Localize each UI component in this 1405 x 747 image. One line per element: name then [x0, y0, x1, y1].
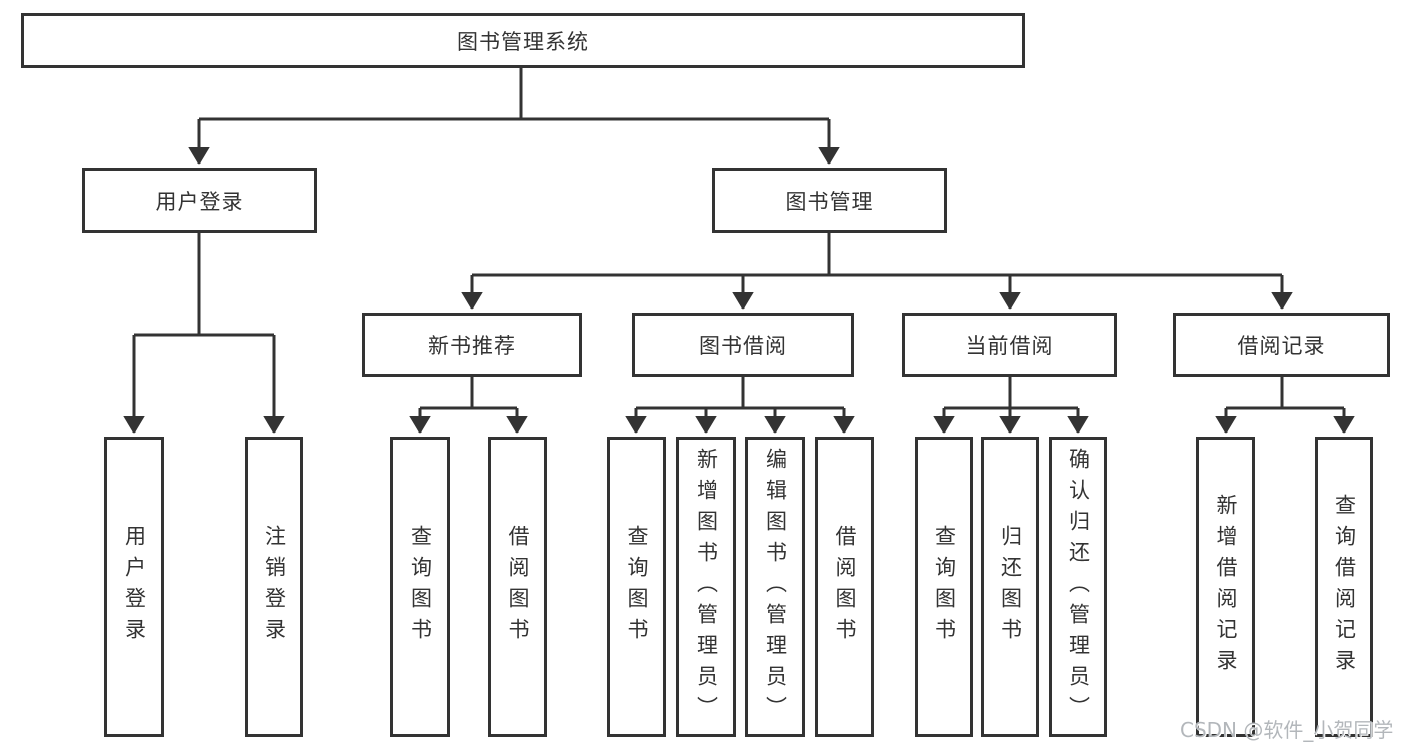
node-borrow-records: 借阅记录	[1173, 313, 1390, 377]
node-book-management: 图书管理	[712, 168, 947, 233]
node-current-borrow: 当前借阅	[902, 313, 1117, 377]
leaf-label: 查询图书	[932, 525, 957, 649]
leaf-add-book-admin: 新增图书（管理员）	[676, 437, 736, 737]
leaf-add-borrow-record: 新增借阅记录	[1196, 437, 1255, 737]
leaf-query-book-borrow: 查询图书	[607, 437, 666, 737]
leaf-label: 借阅图书	[833, 525, 857, 649]
leaf-logout: 注销登录	[245, 437, 303, 737]
node-book-borrow: 图书借阅	[632, 313, 854, 377]
leaf-label: 新增图书（管理员）	[694, 447, 719, 727]
leaf-return-book: 归还图书	[981, 437, 1039, 737]
leaf-label: 查询借阅记录	[1332, 494, 1357, 680]
leaf-label: 编辑图书（管理员）	[763, 447, 788, 727]
leaf-label: 确认归还（管理员）	[1066, 447, 1091, 727]
leaf-label: 借阅图书	[506, 525, 530, 649]
node-user-login: 用户登录	[82, 168, 317, 233]
leaf-label: 查询图书	[625, 525, 649, 649]
node-new-book-recommend: 新书推荐	[362, 313, 582, 377]
leaf-label: 归还图书	[998, 525, 1023, 649]
leaf-borrow-book: 借阅图书	[815, 437, 874, 737]
leaf-label: 用户登录	[122, 525, 147, 649]
leaf-user-login: 用户登录	[104, 437, 164, 737]
node-root-system: 图书管理系统	[21, 13, 1025, 68]
leaf-query-book-current: 查询图书	[915, 437, 973, 737]
leaf-edit-book-admin: 编辑图书（管理员）	[745, 437, 805, 737]
csdn-watermark: CSDN @软件_小贺同学	[1180, 718, 1394, 742]
leaf-borrow-book-recommend: 借阅图书	[488, 437, 547, 737]
leaf-confirm-return-admin: 确认归还（管理员）	[1049, 437, 1107, 737]
leaf-query-borrow-record: 查询借阅记录	[1315, 437, 1373, 737]
leaf-label: 新增借阅记录	[1214, 494, 1238, 680]
leaf-label: 查询图书	[408, 525, 433, 649]
leaf-label: 注销登录	[262, 525, 287, 649]
leaf-query-book-recommend: 查询图书	[390, 437, 450, 737]
